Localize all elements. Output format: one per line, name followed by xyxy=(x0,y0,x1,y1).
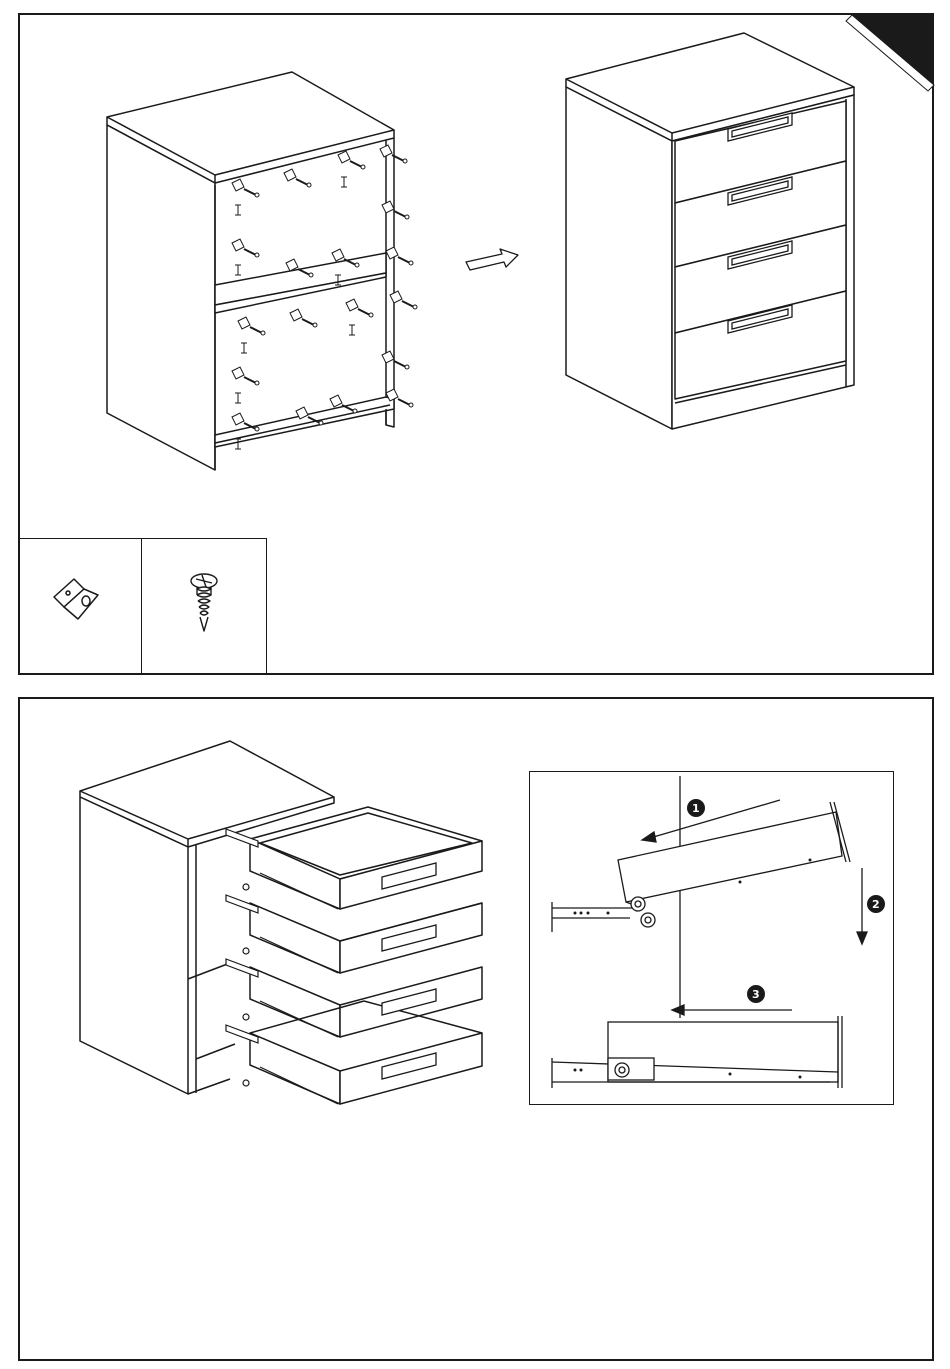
step-panel-assembly xyxy=(18,13,934,675)
step-number-2: 2 xyxy=(872,898,880,911)
screw-icon xyxy=(142,539,267,676)
step-number-3: 3 xyxy=(752,988,760,1001)
hardware-cell-bracket xyxy=(20,538,142,675)
corner-bracket-icon xyxy=(20,539,142,676)
drawer-fitting-steps-diagram: 1 2 3 xyxy=(529,771,894,1105)
step-number-1: 1 xyxy=(692,802,700,815)
hardware-cell-screw xyxy=(142,538,267,675)
runner-sequence-illustration: 1 2 3 xyxy=(530,772,895,1106)
step-panel-drawer-insertion: 1 2 3 xyxy=(18,697,934,1361)
